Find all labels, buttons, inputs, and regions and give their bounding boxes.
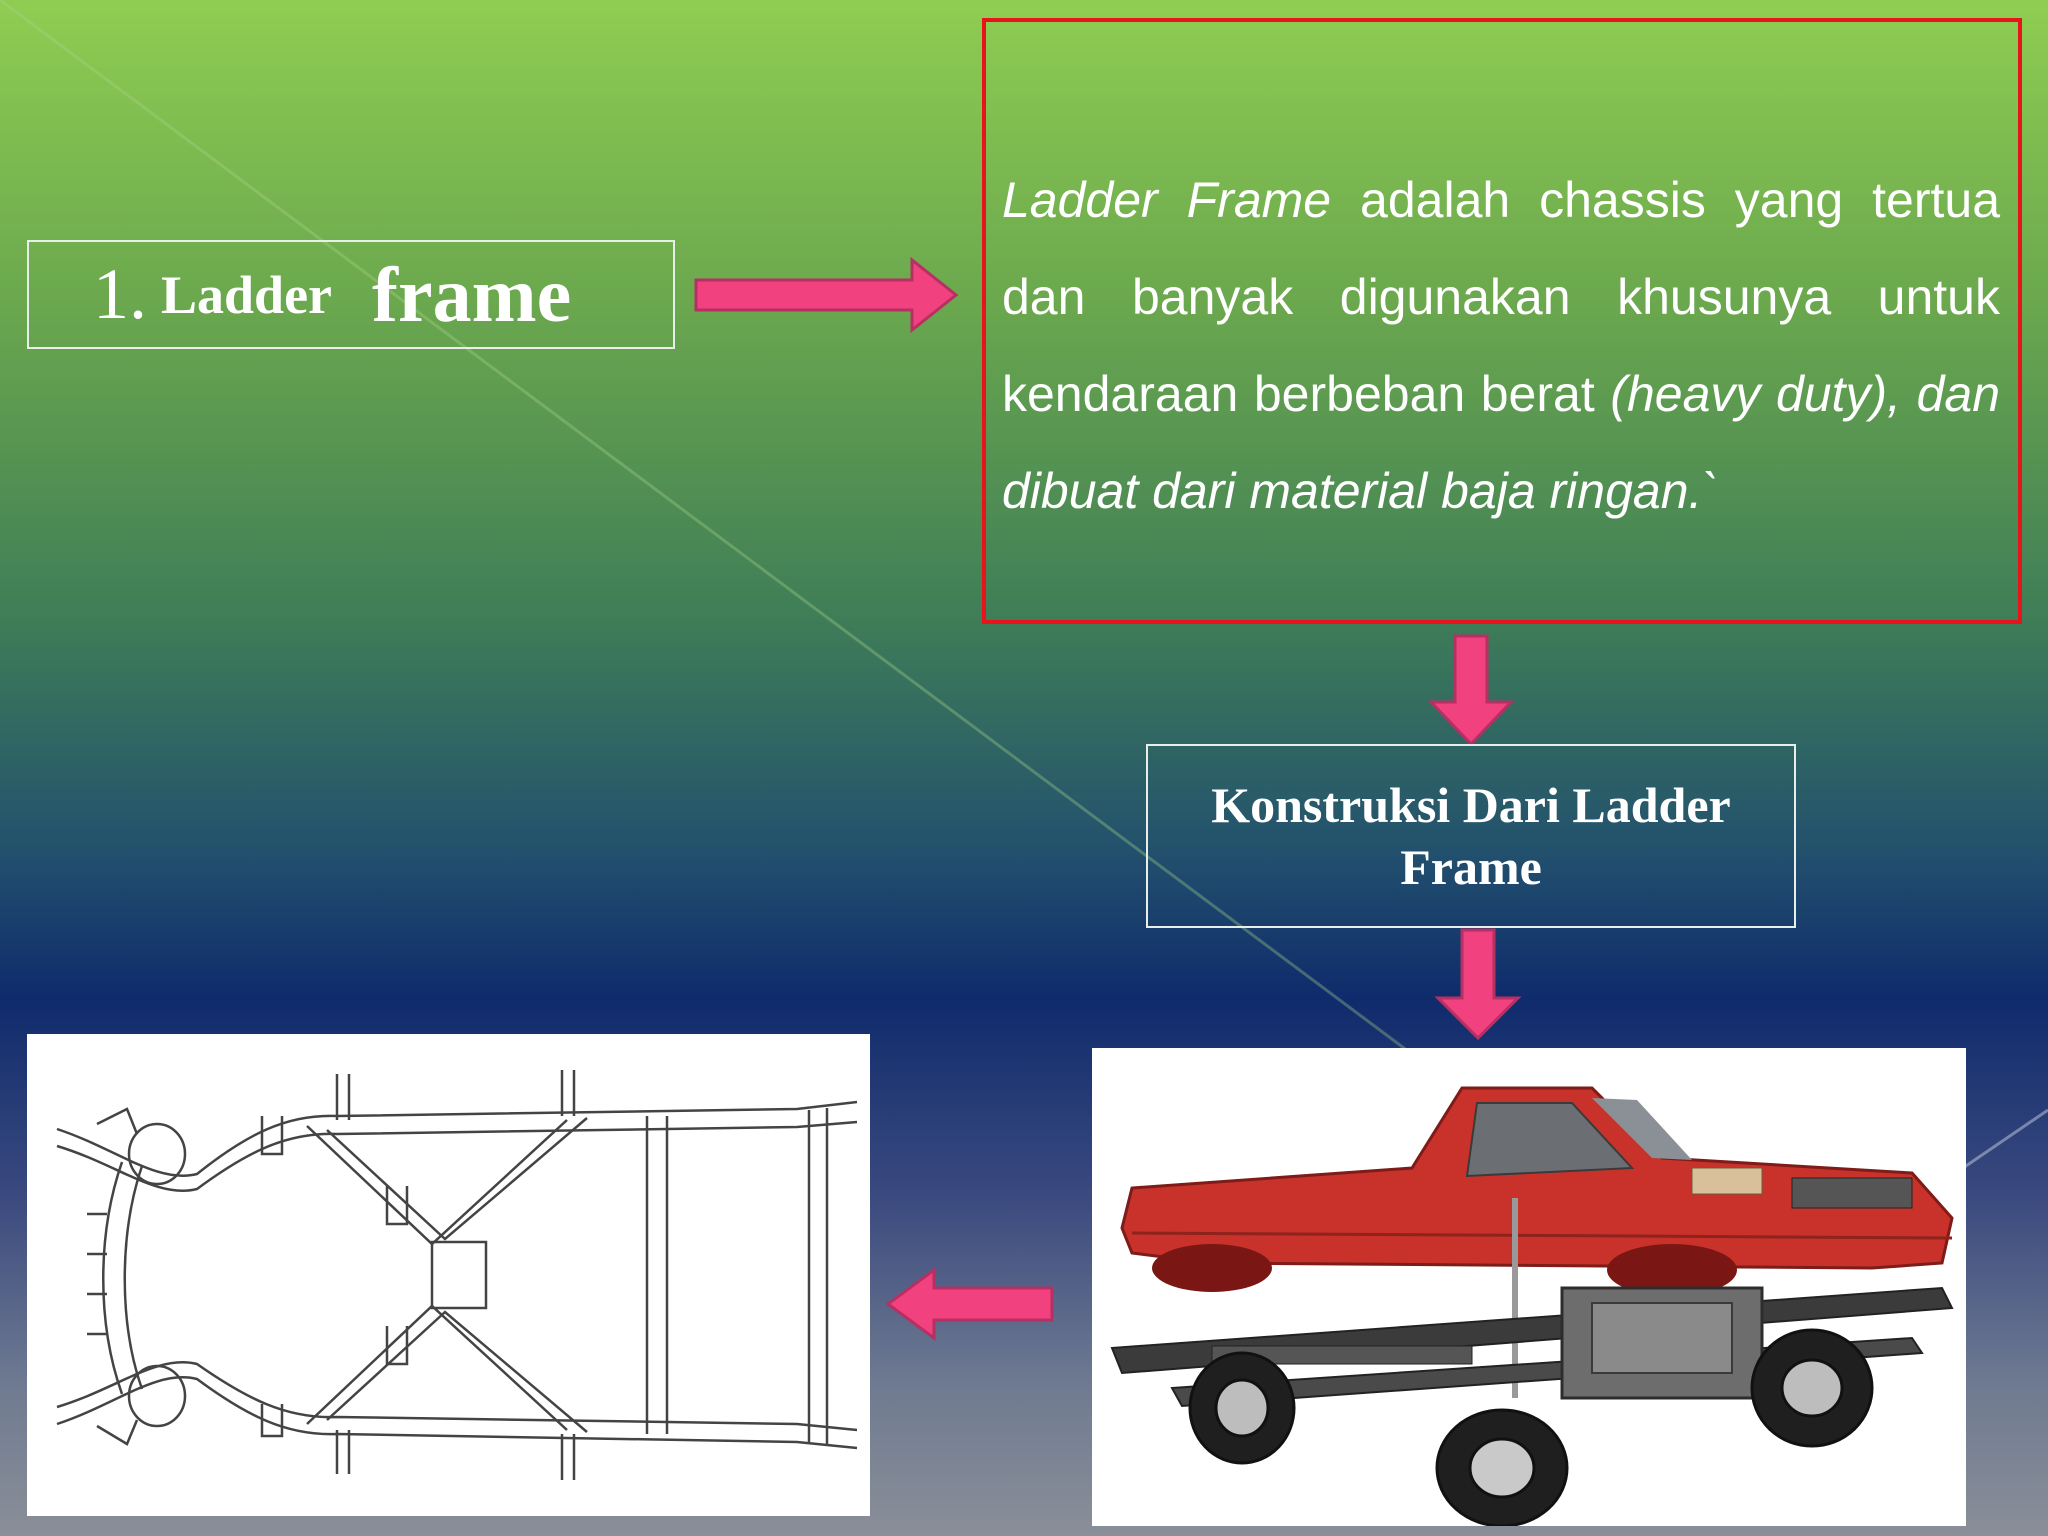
description-italic-tail: dan dibuat dari material baja ringan.` [1002,366,2000,519]
construction-label-box: Konstruksi Dari Ladder Frame [1146,744,1796,928]
title-number: 1. [93,254,147,334]
title-word-frame: frame [372,250,572,338]
pickup-truck-chassis-photo [1092,1048,1966,1526]
slide-title: 1. Ladder frame [27,240,675,349]
arrow-down-icon [1434,928,1522,1041]
arrow-down-icon [1427,634,1515,747]
arrow-left-icon [885,1267,1054,1341]
description-text: Ladder Frame adalah chassis yang tertua … [1002,152,2000,540]
ladder-frame-diagram [27,1034,870,1516]
description-italic-paren: (heavy duty), [1610,366,1901,422]
description-italic-lead: Ladder Frame [1002,172,1332,228]
construction-label: Konstruksi Dari Ladder Frame [1211,777,1731,895]
arrow-right-icon [694,256,959,334]
description-box: Ladder Frame adalah chassis yang tertua … [982,18,2022,624]
description-main: adalah chassis yang tertua dan banyak di… [1002,172,2000,422]
title-word-ladder: Ladder [161,264,333,325]
